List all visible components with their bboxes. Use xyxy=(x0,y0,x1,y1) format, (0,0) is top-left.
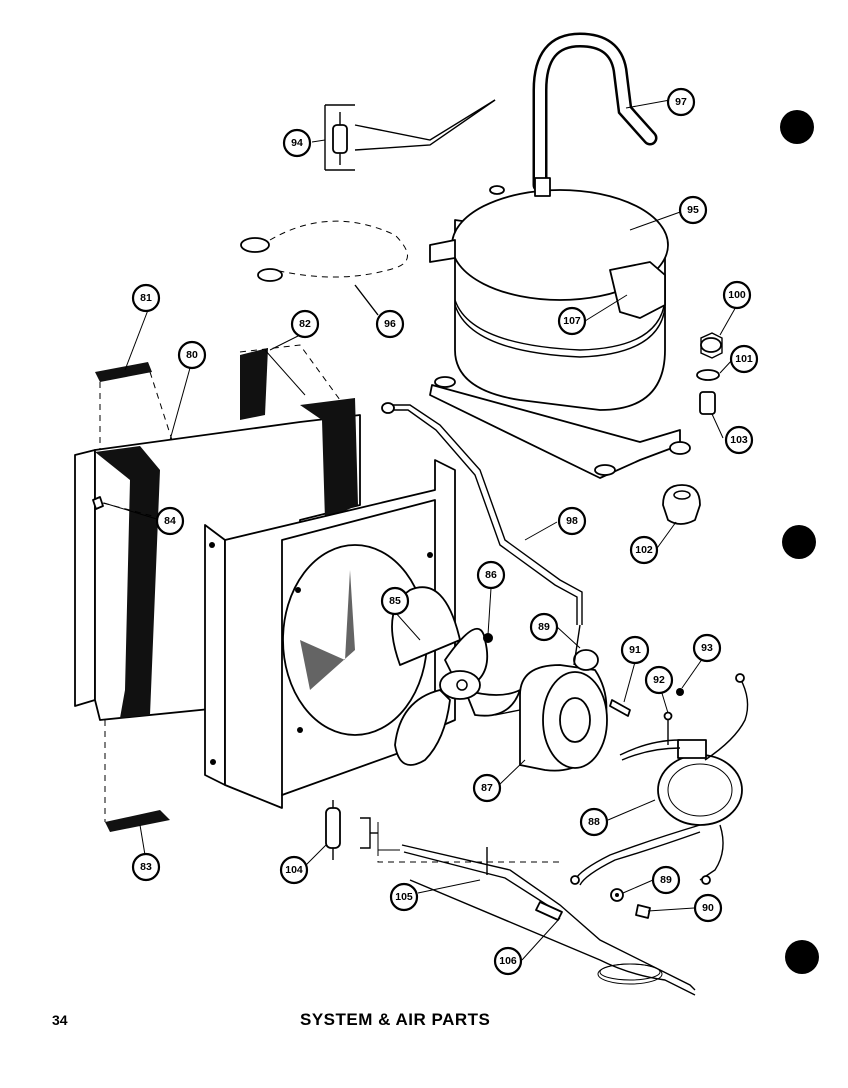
callout-85: 85 xyxy=(380,586,410,616)
callout-87: 87 xyxy=(472,773,502,803)
callout-95: 95 xyxy=(678,195,708,225)
fan-blade-85 xyxy=(391,586,521,766)
callout-94: 94 xyxy=(282,128,312,158)
drier-94 xyxy=(324,99,496,171)
wire-harness-96 xyxy=(240,220,408,316)
svg-text:88: 88 xyxy=(588,816,600,828)
callout-100: 100 xyxy=(722,280,752,310)
fan-motor-87 xyxy=(494,664,608,772)
mounting-hardware xyxy=(662,332,723,525)
callout-86: 86 xyxy=(476,560,506,590)
callout-83: 83 xyxy=(131,852,161,882)
svg-text:93: 93 xyxy=(701,642,713,654)
svg-text:80: 80 xyxy=(186,349,198,361)
page-title: SYSTEM & AIR PARTS xyxy=(300,1010,491,1029)
callout-93: 93 xyxy=(692,633,722,663)
callout-105: 105 xyxy=(389,882,419,912)
callout-89-lower: 89 xyxy=(651,865,681,895)
callout-96: 96 xyxy=(375,309,405,339)
svg-text:85: 85 xyxy=(389,595,401,607)
svg-text:101: 101 xyxy=(735,353,753,365)
suction-tube-97 xyxy=(532,32,658,193)
callout-84: 84 xyxy=(155,506,185,536)
callout-80: 80 xyxy=(177,340,207,370)
svg-text:90: 90 xyxy=(702,902,714,914)
callout-102: 102 xyxy=(629,535,659,565)
svg-text:98: 98 xyxy=(566,515,578,527)
callout-103: 103 xyxy=(724,425,754,455)
callout-97: 97 xyxy=(666,87,696,117)
svg-text:81: 81 xyxy=(140,292,152,304)
svg-text:97: 97 xyxy=(675,96,687,108)
binder-hole-bottom xyxy=(785,940,819,974)
callout-90: 90 xyxy=(693,893,723,923)
callout-81: 81 xyxy=(131,283,161,313)
callout-88: 88 xyxy=(579,807,609,837)
svg-text:104: 104 xyxy=(285,864,303,876)
svg-text:103: 103 xyxy=(730,434,748,446)
svg-text:100: 100 xyxy=(728,289,746,301)
svg-text:107: 107 xyxy=(563,315,581,327)
svg-text:86: 86 xyxy=(485,569,497,581)
callout-91: 91 xyxy=(620,635,650,665)
capacitor-89 xyxy=(573,624,599,671)
leader-lines xyxy=(103,99,738,961)
svg-text:96: 96 xyxy=(384,318,396,330)
svg-text:91: 91 xyxy=(629,644,641,656)
callout-98: 98 xyxy=(557,506,587,536)
small-fasteners xyxy=(609,688,684,919)
motor-bracket-88 xyxy=(570,673,749,886)
callout-82: 82 xyxy=(290,309,320,339)
discharge-tube-98 xyxy=(381,402,583,625)
svg-text:83: 83 xyxy=(140,861,152,873)
callout-104: 104 xyxy=(279,855,309,885)
callout-107: 107 xyxy=(557,306,587,336)
svg-text:92: 92 xyxy=(653,674,665,686)
svg-text:95: 95 xyxy=(687,204,699,216)
page-number: 34 xyxy=(52,1012,68,1028)
capillary-105 xyxy=(401,844,696,991)
callout-101: 101 xyxy=(729,344,759,374)
callout-89-upper: 89 xyxy=(529,612,559,642)
cap-tube-106 xyxy=(377,850,696,996)
svg-text:94: 94 xyxy=(291,137,303,149)
svg-text:84: 84 xyxy=(164,515,176,527)
binder-hole-middle xyxy=(782,525,816,559)
svg-text:105: 105 xyxy=(395,891,413,903)
callout-92: 92 xyxy=(644,665,674,695)
svg-text:106: 106 xyxy=(499,955,517,967)
coil-brackets xyxy=(92,362,173,832)
binder-hole-top xyxy=(780,110,814,144)
svg-text:89: 89 xyxy=(538,621,550,633)
svg-text:82: 82 xyxy=(299,318,311,330)
callout-106: 106 xyxy=(493,946,523,976)
svg-text:89: 89 xyxy=(660,874,672,886)
drier-104 xyxy=(325,800,400,860)
svg-text:87: 87 xyxy=(481,782,493,794)
svg-text:102: 102 xyxy=(635,544,653,556)
